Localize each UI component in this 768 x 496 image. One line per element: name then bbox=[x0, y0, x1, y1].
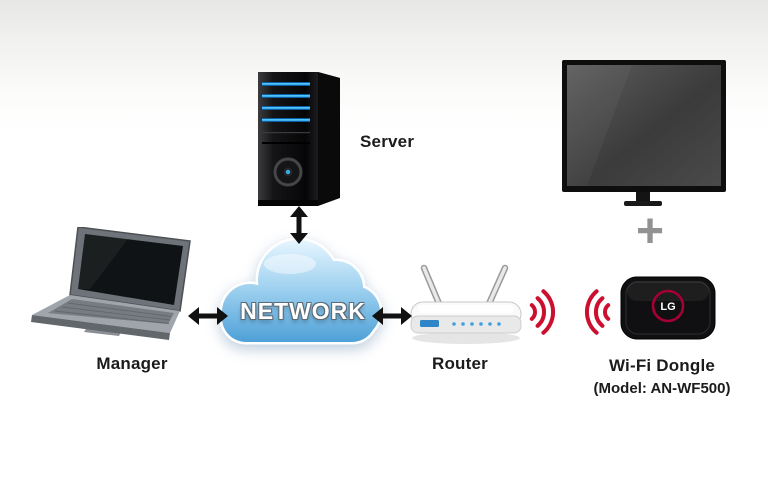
server-base bbox=[258, 200, 318, 206]
router-body-front bbox=[410, 315, 522, 334]
manager-label: Manager bbox=[96, 354, 168, 373]
laptop-screen bbox=[78, 234, 183, 305]
server-fan bbox=[273, 157, 303, 187]
server-label: Server bbox=[360, 132, 415, 151]
cloud-highlight bbox=[264, 254, 316, 274]
cloud-body bbox=[222, 240, 380, 342]
router-sheen bbox=[418, 305, 514, 313]
dongle-label: Wi-Fi Dongle bbox=[608, 356, 716, 375]
arrow-server-cloud bbox=[290, 206, 308, 244]
dongle-body bbox=[620, 276, 716, 340]
plus-sign: + bbox=[635, 205, 665, 258]
router bbox=[410, 264, 522, 344]
dongle-inner-edge bbox=[625, 281, 711, 335]
tv-screen bbox=[567, 65, 721, 186]
arrow-cloud-router bbox=[372, 307, 412, 325]
router-antenna-right bbox=[484, 264, 509, 310]
router-shadow bbox=[412, 332, 520, 344]
server-trim-line bbox=[262, 132, 310, 134]
lg-logo: LG bbox=[651, 289, 685, 323]
wifi-waves-router bbox=[529, 289, 555, 335]
server-drive-slot bbox=[262, 142, 310, 144]
router-label: Router bbox=[432, 354, 488, 373]
laptop-screen-reflection bbox=[78, 234, 128, 289]
server-led-bays bbox=[262, 82, 310, 122]
server-side bbox=[318, 72, 340, 206]
tv-stand-base bbox=[624, 201, 662, 206]
server-tower bbox=[258, 72, 340, 206]
tv-screen-reflection bbox=[567, 65, 632, 186]
wifi-dongle: LG bbox=[620, 276, 716, 340]
network-cloud bbox=[219, 238, 383, 345]
router-leds bbox=[452, 322, 501, 326]
wifi-waves-dongle bbox=[585, 289, 611, 335]
dongle-model-label: (Model: AN-WF500) bbox=[593, 380, 731, 397]
network-label: NETWORK bbox=[240, 298, 366, 324]
tv-display bbox=[562, 60, 726, 206]
router-antenna-left bbox=[420, 264, 444, 310]
manager-laptop bbox=[31, 227, 191, 340]
tv-stand-neck bbox=[636, 192, 650, 201]
arrow-manager-cloud bbox=[188, 307, 228, 325]
laptop-front-edge bbox=[31, 315, 170, 340]
lg-logo-text: LG bbox=[660, 301, 675, 313]
laptop-keyboard bbox=[48, 299, 174, 324]
router-brand-badge bbox=[420, 320, 439, 327]
laptop-key-rows bbox=[54, 302, 172, 324]
